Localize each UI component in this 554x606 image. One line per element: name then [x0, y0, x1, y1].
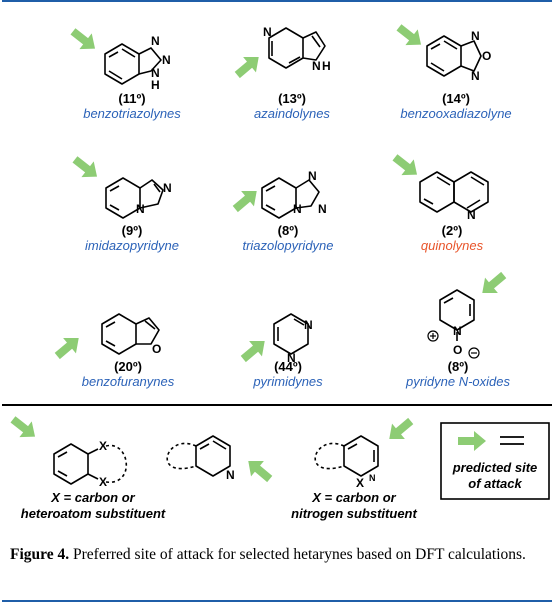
benzofuranyne-structure — [101, 313, 160, 355]
structures-drawing: N N N H N N H N O N N N N N N N O N N N … — [6, 19, 550, 500]
compound-name: benzooxadiazolyne — [400, 106, 512, 121]
attack-arrow — [388, 149, 424, 183]
atom-n: N — [151, 66, 160, 80]
atom-x: X — [356, 476, 364, 490]
triazolopyridyne-structure — [261, 177, 320, 219]
atom-n: N — [318, 202, 327, 216]
atom-o: O — [152, 342, 161, 356]
quinolyne-structure — [419, 171, 489, 213]
benzotriazolyne-structure — [104, 43, 162, 85]
compound-3: (14º) benzooxadiazolyne — [364, 92, 548, 122]
compound-5: (8º) triazolopyridyne — [196, 224, 380, 254]
attack-arrow — [66, 23, 102, 57]
compound-angle: (8º) — [447, 359, 469, 374]
atom-x: X — [99, 439, 107, 453]
atom-n: N — [163, 181, 172, 195]
attack-arrow — [475, 267, 511, 301]
pyrimidyne-structure — [273, 313, 309, 355]
figure-caption: Figure 4. Preferred site of attack for s… — [10, 545, 546, 565]
atom-n: N — [226, 468, 235, 482]
compound-7: (20º) benzofuranynes — [36, 360, 220, 390]
attack-arrow — [228, 183, 264, 217]
compound-name: benzotriazolynes — [83, 106, 181, 121]
compound-angle: (9º) — [121, 223, 143, 238]
compound-angle: (44º) — [274, 359, 302, 374]
compound-angle: (20º) — [114, 359, 142, 374]
compound-1: (11º) benzotriazolynes — [40, 92, 224, 122]
compound-angle: (8º) — [277, 223, 299, 238]
compound-angle: (14º) — [442, 91, 470, 106]
compound-9: (8º) pyridyne N-oxides — [366, 360, 550, 390]
legend-arrow-icon — [458, 431, 486, 451]
benzooxadiazolyne-structure — [426, 35, 482, 77]
figure-label: Figure 4. — [10, 546, 70, 563]
compound-4: (9º) imidazopyridyne — [40, 224, 224, 254]
azaindolyne-structure — [268, 27, 326, 69]
summary-benzyne-structure — [53, 443, 128, 485]
atom-o: O — [453, 343, 462, 357]
compound-angle: (2º) — [441, 223, 463, 238]
atom-n: N — [263, 25, 272, 39]
atom-o: O — [482, 49, 491, 63]
atom-h: H — [322, 59, 331, 73]
separator-rule — [2, 404, 552, 406]
atom-n: N — [287, 351, 296, 365]
compound-2: (13º) azaindolynes — [200, 92, 384, 122]
compound-8: (44º) pyrimidynes — [196, 360, 380, 390]
compound-name: pyridyne N-oxides — [405, 374, 511, 389]
atom-n: N — [308, 169, 317, 183]
atom-n: N — [453, 324, 462, 338]
legend-box — [440, 422, 550, 500]
atom-n: N — [151, 34, 160, 48]
atom-n: N — [471, 29, 480, 43]
bottom-rule — [2, 600, 552, 602]
top-rule — [2, 0, 552, 2]
legend-text: predicted site of attack — [452, 460, 538, 491]
right-summary-caption: X = carbon or nitrogen substituent — [291, 490, 417, 521]
atom-n: N — [162, 53, 171, 67]
compound-name: quinolynes — [420, 238, 484, 253]
attack-arrow — [50, 330, 86, 364]
summary-diazine-structure — [314, 435, 379, 477]
compound-name: pyrimidynes — [253, 374, 323, 389]
pyridyne-n-oxide-structure — [427, 289, 480, 359]
summary-pyridyne-structure — [166, 435, 231, 477]
figure-caption-text: Preferred site of attack for selected he… — [69, 546, 526, 563]
compound-angle: (11º) — [118, 91, 146, 106]
attack-arrow — [230, 49, 266, 83]
attack-arrow — [6, 411, 42, 445]
atom-n: N — [304, 318, 313, 332]
atom-n: N — [369, 473, 376, 483]
atom-n: N — [293, 202, 302, 216]
compound-6: (2º) quinolynes — [360, 224, 544, 254]
compound-name: imidazopyridyne — [85, 238, 179, 253]
compound-name: triazolopyridyne — [242, 238, 334, 253]
atom-x: X — [99, 475, 107, 489]
imidazopyridyne-structure — [105, 177, 164, 219]
compound-name: benzofuranynes — [81, 374, 175, 389]
atom-n: N — [471, 69, 480, 83]
attack-arrow — [68, 151, 104, 185]
compound-name: azaindolynes — [254, 106, 330, 121]
attack-arrow — [241, 453, 277, 487]
atom-n: N — [136, 202, 145, 216]
atom-h: H — [151, 78, 160, 92]
attack-arrow — [382, 413, 418, 447]
atom-n: N — [312, 59, 321, 73]
atom-n: N — [467, 208, 476, 222]
left-summary-caption: X = carbon or heteroatom substituent — [20, 490, 166, 521]
compound-angle: (13º) — [278, 91, 306, 106]
attack-arrow — [392, 19, 428, 53]
